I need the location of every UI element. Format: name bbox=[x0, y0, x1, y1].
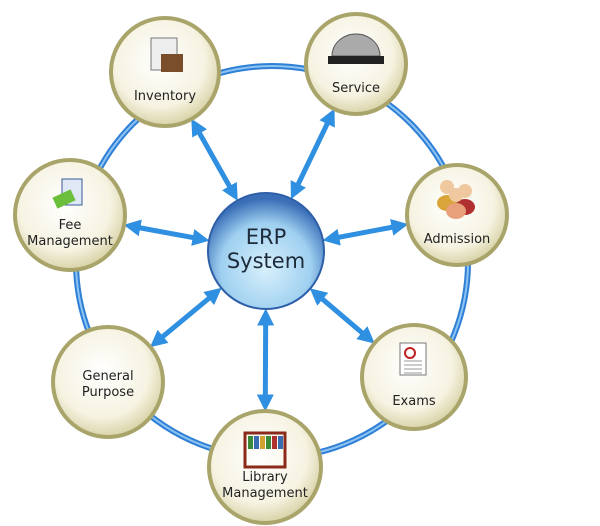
exam-paper-icon bbox=[399, 342, 427, 376]
bookshelf-icon bbox=[243, 431, 287, 469]
module-label-general-purpose: General bbox=[82, 369, 133, 384]
center-label-line1: ERP bbox=[246, 225, 287, 249]
module-label-library-management: Management bbox=[222, 486, 308, 501]
service-bell-icon bbox=[328, 33, 384, 64]
module-label-general-purpose: Purpose bbox=[82, 385, 134, 400]
module-inventory[interactable]: Inventory bbox=[109, 16, 221, 128]
center-label-line2: System bbox=[227, 249, 305, 273]
people-icon bbox=[437, 180, 475, 219]
connector-arrow-inventory bbox=[191, 118, 238, 201]
connector-arrow-admission bbox=[322, 218, 409, 246]
module-label-service: Service bbox=[332, 81, 380, 96]
module-exams[interactable]: Exams bbox=[360, 323, 468, 431]
module-label-fee-management: Management bbox=[27, 234, 113, 249]
module-service[interactable]: Service bbox=[304, 12, 408, 116]
module-admission[interactable]: Admission bbox=[405, 163, 509, 267]
module-label-inventory: Inventory bbox=[134, 89, 196, 104]
module-label-exams: Exams bbox=[392, 394, 436, 409]
money-notepad-icon bbox=[52, 178, 83, 209]
clipboard-box-icon bbox=[150, 37, 183, 72]
connector-arrow-service bbox=[290, 108, 335, 200]
connector-arrow-general-purpose bbox=[149, 287, 222, 348]
connector-arrow-exams bbox=[309, 288, 375, 344]
module-label-admission: Admission bbox=[424, 232, 491, 247]
connector-arrow-fee-management bbox=[123, 219, 210, 246]
module-label-fee-management: Fee bbox=[59, 218, 82, 233]
module-label-library-management: Library bbox=[242, 470, 288, 485]
erp-system-hub[interactable]: ERP System bbox=[207, 192, 325, 310]
